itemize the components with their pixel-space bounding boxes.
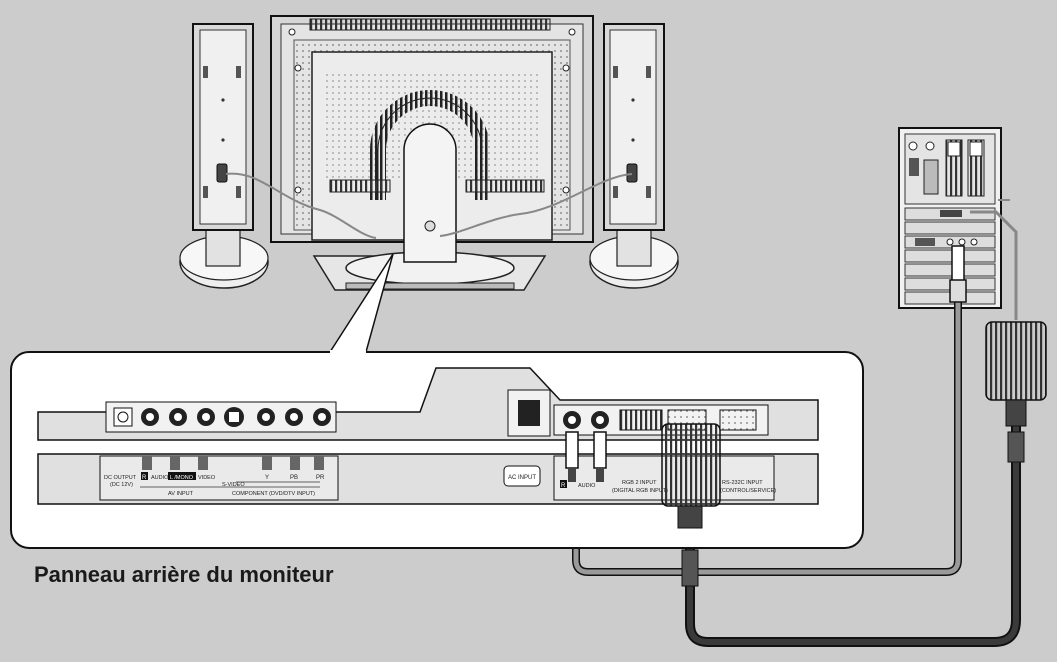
- component-pr-label: PR: [316, 475, 325, 481]
- video-label: VIDEO: [198, 475, 216, 481]
- rs232c-service-label: (CONTROL/SERVICE): [720, 488, 776, 494]
- dc-voltage-label: (DC 12V): [110, 482, 133, 488]
- left-speaker: [179, 23, 269, 289]
- pc-audio-r-label: R: [561, 483, 566, 489]
- panel-labels: DC OUTPUT (DC 12V) R AUDIO L /MONO VIDEO…: [104, 472, 776, 497]
- audio-l-mono-label: L /MONO: [170, 475, 194, 481]
- ac-input-label: AC INPUT: [508, 475, 536, 481]
- right-speaker: [589, 23, 679, 289]
- av-input-label: AV INPUT: [168, 491, 194, 497]
- component-y-label: Y: [265, 475, 269, 481]
- speaker-cables: [225, 172, 633, 239]
- component-input-label: COMPONENT (DVD/DTV INPUT): [232, 491, 315, 497]
- rgb2-input-label: RGB 2 INPUT: [622, 480, 657, 486]
- rs232c-input-label: RS-232C INPUT: [722, 480, 763, 486]
- rca-jack-row: [141, 407, 331, 427]
- monitor-rear-view: [270, 15, 594, 291]
- dc-output-label: DC OUTPUT: [104, 475, 137, 481]
- audio-label: AUDIO: [151, 475, 169, 481]
- audio-r-label: R: [142, 475, 147, 481]
- caption-text: Panneau arrière du moniteur: [34, 562, 334, 587]
- pc-audio-label: AUDIO: [578, 483, 596, 489]
- rgb2-digital-label: (DIGITAL RGB INPUT): [612, 488, 668, 494]
- s-video-label: S-VIDEO: [222, 482, 245, 488]
- component-pb-label: PB: [290, 475, 298, 481]
- connector-panel-top: [37, 367, 819, 441]
- panel-plugs: [565, 423, 721, 529]
